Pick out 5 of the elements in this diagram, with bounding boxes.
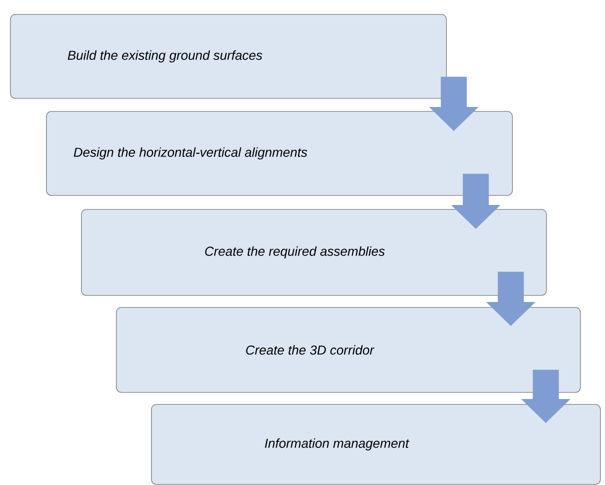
- step-box: Create the 3D corridor: [116, 307, 581, 393]
- step-box: Create the required assemblies: [81, 209, 547, 296]
- step-box: Design the horizontal-vertical alignments: [46, 111, 513, 196]
- step-box: Build the existing ground surfaces: [10, 14, 447, 99]
- step-box: Information management: [151, 404, 601, 485]
